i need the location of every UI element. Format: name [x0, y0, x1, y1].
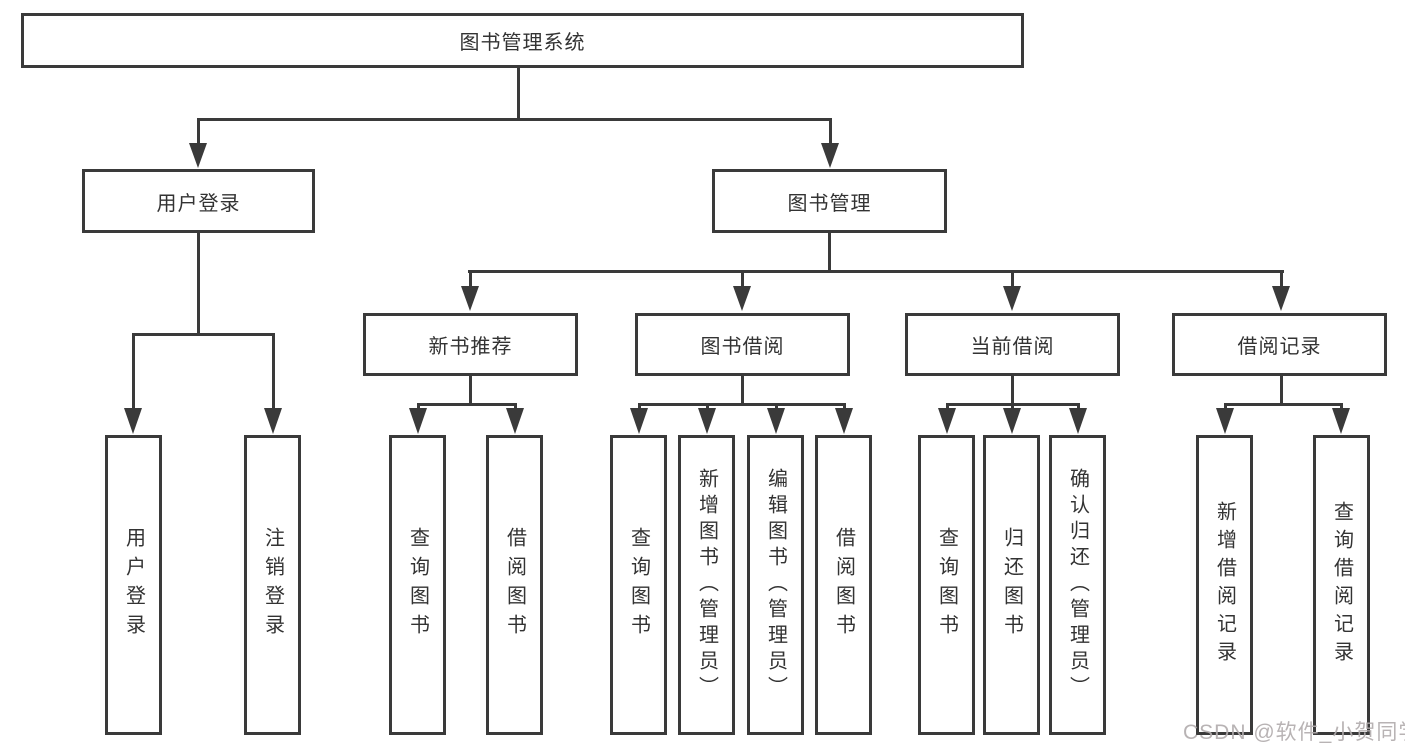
node-label: 查询图书: [406, 527, 429, 643]
node-label: 确认归还（管理员）: [1066, 468, 1089, 702]
connector-split: [417, 403, 517, 406]
connector-drop-book-mgmt: [829, 118, 832, 146]
connector-drop-user-login: [197, 118, 200, 146]
arrow-down-icon: [1332, 408, 1350, 434]
leaf-edit-books-admin: 编辑图书（管理员）: [747, 435, 804, 735]
arrow-down-icon: [409, 408, 427, 434]
connector-drop-level3: [1011, 270, 1014, 288]
connector-drop-leaf: [946, 403, 949, 411]
connector-drop-leaf: [843, 403, 846, 411]
arrow-down-icon: [461, 286, 479, 311]
arrow-down-icon: [1272, 286, 1290, 311]
node-label: 查询图书: [627, 527, 650, 643]
arrow-down-icon: [938, 408, 956, 434]
arrow-down-icon: [835, 408, 853, 434]
node-label: 查询借阅记录: [1330, 501, 1353, 669]
node-label: 用户登录: [122, 527, 145, 643]
arrow-down-icon: [1003, 408, 1021, 434]
connector-drop-leaf: [1077, 403, 1080, 411]
connector-drop-leaf: [514, 403, 517, 411]
node-label: 借阅图书: [832, 527, 855, 643]
arrow-down-icon: [124, 408, 142, 434]
leaf-query-books: 查询图书: [918, 435, 975, 735]
arrow-down-icon: [698, 408, 716, 434]
node-label: 查询图书: [935, 527, 958, 643]
leaf-add-books-admin: 新增图书（管理员）: [678, 435, 735, 735]
connector-book-mgmt-stem: [828, 233, 831, 273]
connector-stem: [1280, 376, 1283, 405]
leaf-borrow-books: 借阅图书: [486, 435, 543, 735]
connector-user-login-stem: [197, 233, 200, 336]
node-new-book-recommend: 新书推荐: [363, 313, 578, 376]
connector-drop-leaf: [1224, 403, 1227, 411]
node-label: 注销登录: [261, 527, 284, 643]
node-label: 当前借阅: [970, 336, 1055, 358]
node-label: 新增图书（管理员）: [695, 468, 718, 702]
leaf-query-books: 查询图书: [610, 435, 667, 735]
arrow-down-icon: [506, 408, 524, 434]
arrow-down-icon: [1003, 286, 1021, 311]
leaf-user-login: 用户登录: [105, 435, 162, 735]
leaf-query-books: 查询图书: [389, 435, 446, 735]
connector-drop-leaf: [1011, 403, 1014, 411]
node-label: 归还图书: [1000, 527, 1023, 643]
node-label: 新增借阅记录: [1213, 501, 1236, 669]
leaf-query-borrow-record: 查询借阅记录: [1313, 435, 1370, 735]
connector-drop-leaf: [1340, 403, 1343, 411]
connector-drop-leaf: [417, 403, 420, 411]
connector-drop-leaf: [775, 403, 778, 411]
connector-root-stem: [517, 68, 520, 119]
connector-stem: [469, 376, 472, 405]
node-book-borrowing: 图书借阅: [635, 313, 850, 376]
arrow-down-icon: [1216, 408, 1234, 434]
node-label: 借阅记录: [1237, 336, 1322, 358]
node-user-login: 用户登录: [82, 169, 315, 233]
connector-user-login-split: [132, 333, 275, 336]
node-label: 用户登录: [156, 192, 241, 215]
connector-drop-level3: [469, 270, 472, 288]
node-current-borrowing: 当前借阅: [905, 313, 1120, 376]
leaf-logout: 注销登录: [244, 435, 301, 735]
arrow-down-icon: [767, 408, 785, 434]
connector-drop-level3: [1280, 270, 1283, 288]
connector-drop-leaf: [638, 403, 641, 411]
connector-drop-leaf: [706, 403, 709, 411]
leaf-borrow-books: 借阅图书: [815, 435, 872, 735]
node-label: 图书借阅: [700, 336, 785, 358]
node-book-management: 图书管理: [712, 169, 947, 233]
node-borrowing-records: 借阅记录: [1172, 313, 1387, 376]
connector-root-split: [197, 118, 832, 121]
node-root-library-system: 图书管理系统: [21, 13, 1024, 68]
arrow-down-icon: [821, 143, 839, 168]
connector-split: [1224, 403, 1343, 406]
arrow-down-icon: [630, 408, 648, 434]
node-label: 编辑图书（管理员）: [764, 468, 787, 702]
connector-drop-leaf: [272, 333, 275, 409]
arrow-down-icon: [733, 286, 751, 311]
connector-drop-leaf: [132, 333, 135, 409]
leaf-add-borrow-record: 新增借阅记录: [1196, 435, 1253, 735]
connector-split: [638, 403, 846, 406]
node-label: 图书管理: [787, 192, 872, 215]
connector-stem: [1011, 376, 1014, 405]
arrow-down-icon: [1069, 408, 1087, 434]
leaf-return-books: 归还图书: [983, 435, 1040, 735]
connector-stem: [741, 376, 744, 405]
arrow-down-icon: [264, 408, 282, 434]
node-label: 图书管理系统: [459, 32, 586, 54]
node-label: 新书推荐: [428, 336, 513, 358]
node-label: 借阅图书: [503, 527, 526, 643]
leaf-confirm-return-admin: 确认归还（管理员）: [1049, 435, 1106, 735]
connector-drop-level3: [741, 270, 744, 288]
arrow-down-icon: [189, 143, 207, 168]
connector-book-mgmt-split: [468, 270, 1284, 273]
csdn-watermark: CSDN @软件_小贺同学: [1183, 721, 1405, 744]
